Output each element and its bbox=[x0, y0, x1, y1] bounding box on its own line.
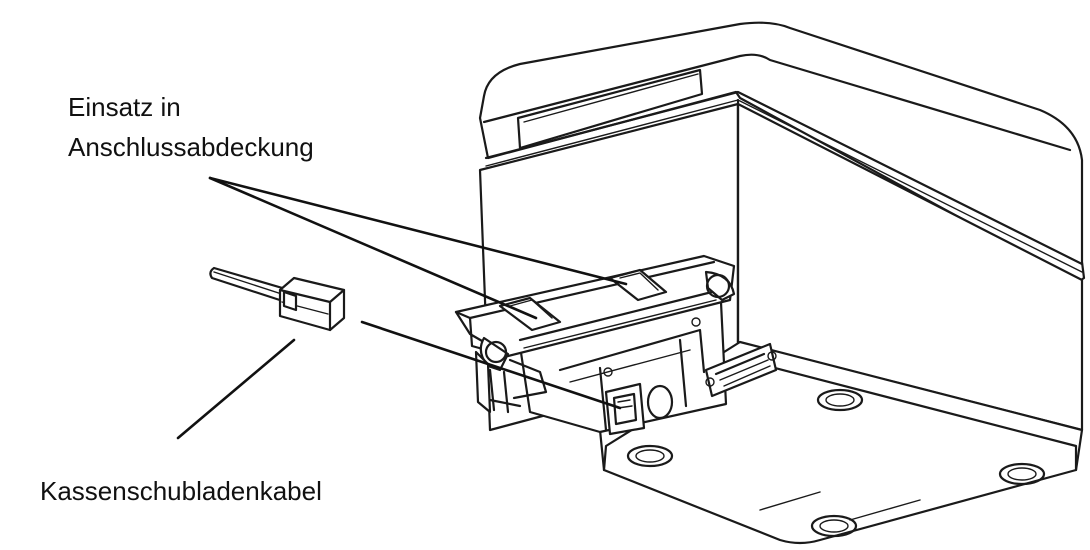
insert-label-line2: Anschlussabdeckung bbox=[68, 132, 314, 162]
drawer-cable-plug bbox=[209, 266, 346, 332]
insert-label-line1: Einsatz in bbox=[68, 92, 181, 122]
leader-insert-right bbox=[208, 176, 628, 286]
cable-label: Kassenschubladenkabel bbox=[40, 476, 322, 506]
callout-leaders bbox=[176, 176, 628, 440]
interface-connector bbox=[704, 342, 778, 398]
plug-body bbox=[278, 276, 346, 332]
port-screw-hole bbox=[646, 384, 674, 420]
leader-cable-to-port bbox=[360, 320, 622, 410]
drawer-port bbox=[604, 382, 646, 436]
leader-cable-label bbox=[176, 338, 296, 440]
printer-illustration bbox=[454, 21, 1086, 545]
printer-feet bbox=[626, 388, 1046, 538]
cable-wire bbox=[209, 266, 298, 306]
paper-exit-slot bbox=[516, 68, 704, 150]
connector-cover-insert bbox=[454, 254, 736, 414]
leader-insert-left bbox=[208, 176, 538, 320]
